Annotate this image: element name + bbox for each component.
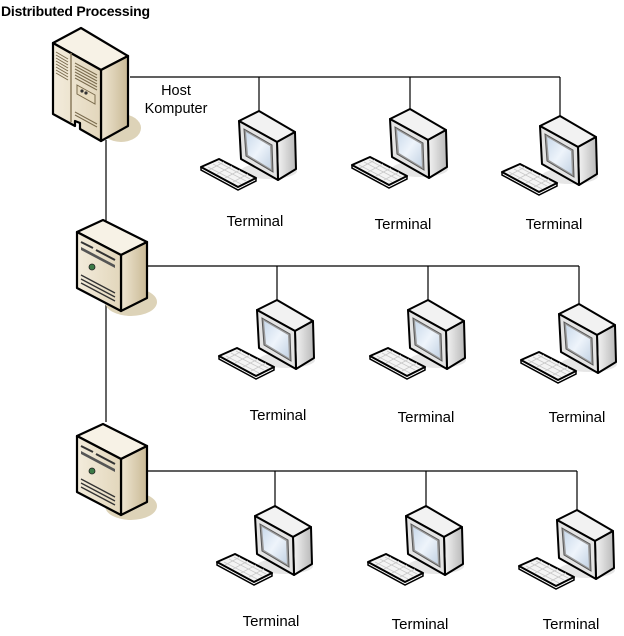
terminal-icon bbox=[218, 299, 316, 380]
host-label-line2: Komputer bbox=[144, 101, 208, 117]
terminal-icon bbox=[518, 509, 616, 590]
server-1-icon bbox=[75, 218, 159, 318]
host-computer-icon bbox=[51, 26, 143, 144]
host-label: Host Komputer bbox=[136, 82, 216, 118]
terminal-label: Terminal bbox=[548, 409, 606, 426]
terminal-icon bbox=[369, 299, 467, 380]
host-label-line1: Host bbox=[161, 83, 191, 99]
terminal-icon bbox=[367, 505, 465, 586]
terminal-label: Terminal bbox=[226, 213, 284, 230]
connection-lines bbox=[105, 76, 580, 511]
terminal-icon bbox=[351, 108, 449, 189]
terminal-icon bbox=[520, 303, 618, 384]
terminal-icon bbox=[501, 115, 599, 196]
terminal-icon bbox=[200, 110, 298, 191]
terminal-label: Terminal bbox=[391, 616, 449, 633]
diagram-title: Distributed Processing bbox=[1, 3, 150, 19]
terminal-icon bbox=[216, 505, 314, 586]
terminal-label: Terminal bbox=[525, 216, 583, 233]
terminal-label: Terminal bbox=[542, 616, 600, 633]
terminal-label: Terminal bbox=[249, 407, 307, 424]
terminal-label: Terminal bbox=[397, 409, 455, 426]
terminal-label: Terminal bbox=[374, 216, 432, 233]
server-2-icon bbox=[75, 422, 159, 522]
terminal-label: Terminal bbox=[242, 613, 300, 630]
